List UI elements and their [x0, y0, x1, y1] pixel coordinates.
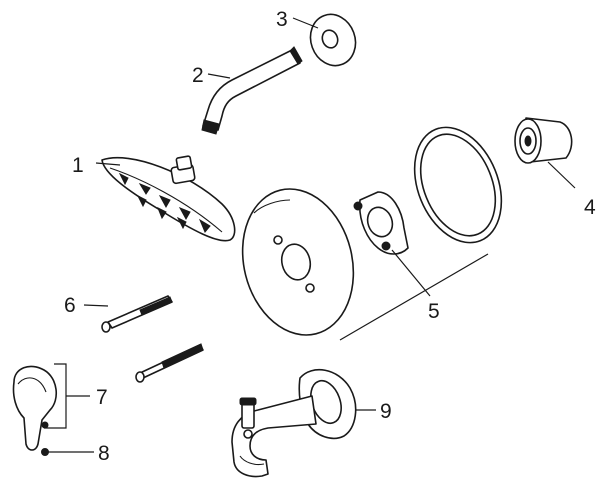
tub-spout-icon	[231, 369, 357, 478]
callout-6: 6	[64, 294, 76, 317]
callout-7: 7	[96, 386, 108, 409]
callout-1: 1	[72, 154, 84, 177]
callout-4: 4	[584, 196, 596, 219]
screw-icon	[101, 295, 204, 383]
callout-8: 8	[98, 442, 110, 465]
gasket-and-seal-icon	[241, 126, 503, 341]
shower-head-icon	[101, 155, 236, 242]
leader-lines	[44, 17, 376, 453]
set-screw-icon	[41, 421, 49, 456]
shower-arm-icon	[201, 46, 303, 135]
handle-icon	[12, 365, 57, 451]
flange-icon	[309, 13, 357, 67]
callout-5: 5	[428, 300, 440, 323]
cartridge-sleeve-icon	[514, 117, 576, 189]
callout-2: 2	[192, 64, 204, 87]
callout-3: 3	[276, 8, 288, 31]
callout-9: 9	[380, 400, 392, 423]
